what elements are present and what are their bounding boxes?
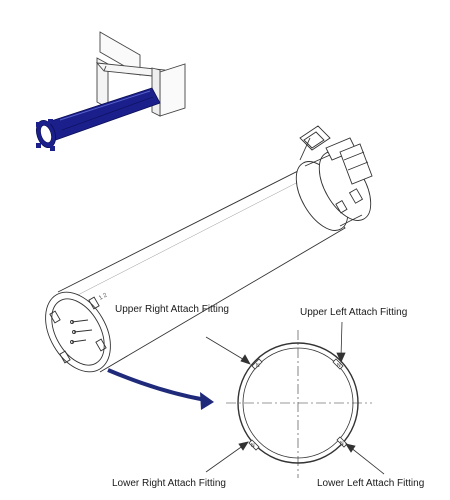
- svg-text:N: N: [256, 363, 260, 369]
- leader-lines: [205, 321, 385, 475]
- lower-right-fitting-marker: N: [248, 439, 260, 451]
- upper-left-leader: [336, 321, 346, 363]
- upper-left-fitting-marker: N: [332, 358, 344, 370]
- lower-left-leader: [345, 443, 385, 475]
- upper-left-fitting-label: Upper Left Attach Fitting: [300, 307, 408, 318]
- upper-right-leader: [205, 336, 251, 365]
- lower-right-fitting-label: Lower Right Attach Fitting: [112, 478, 226, 489]
- cross-section-view: N N N N: [226, 330, 372, 478]
- lower-left-fitting-marker: N: [336, 436, 348, 448]
- svg-text:1 2: 1 2: [98, 292, 109, 302]
- highlighted-tube: [36, 87, 161, 151]
- section-arrow: [107, 368, 214, 410]
- inset-mount-assembly: [95, 31, 186, 117]
- svg-text:N: N: [251, 443, 255, 449]
- upper-right-fitting-marker: N: [251, 358, 263, 370]
- svg-text:N: N: [337, 363, 341, 369]
- lower-left-fitting-label: Lower Left Attach Fitting: [317, 478, 425, 489]
- upper-right-fitting-label: Upper Right Attach Fitting: [115, 304, 229, 315]
- svg-text:N: N: [340, 441, 344, 447]
- main-tube: 1 2: [45, 125, 373, 373]
- lower-right-leader: [205, 441, 249, 473]
